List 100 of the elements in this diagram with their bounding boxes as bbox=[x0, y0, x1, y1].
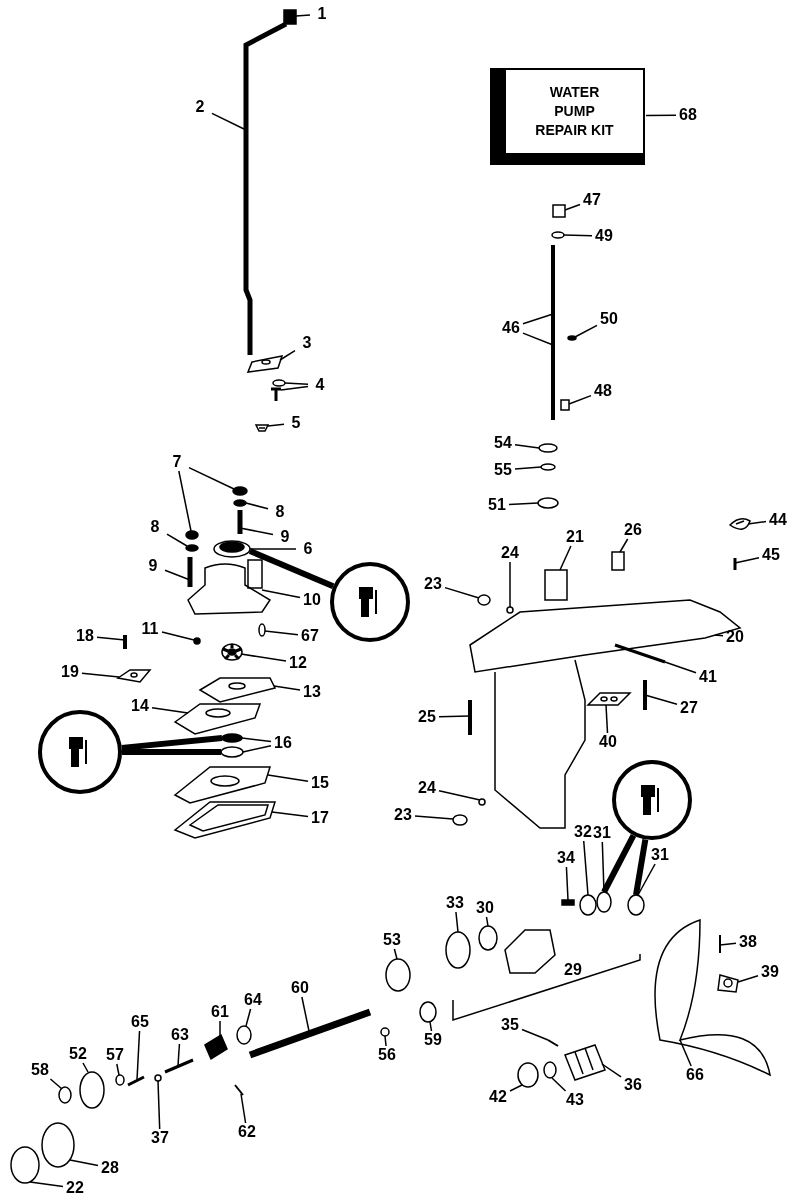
leader-line bbox=[267, 774, 309, 782]
leader-line bbox=[241, 737, 272, 743]
leader-line bbox=[429, 1021, 433, 1032]
callout-number: 46 bbox=[499, 319, 523, 337]
leader-line bbox=[245, 1008, 252, 1027]
leader-line bbox=[393, 948, 398, 960]
plate-icon bbox=[173, 766, 272, 804]
clip-icon bbox=[283, 9, 297, 25]
washer-icon bbox=[232, 486, 248, 496]
callout-number: 15 bbox=[308, 774, 332, 792]
leader-line bbox=[679, 1039, 692, 1067]
bearing-icon bbox=[10, 1146, 40, 1184]
spring-icon bbox=[164, 1058, 194, 1074]
washer-icon bbox=[540, 463, 556, 471]
stud-icon bbox=[187, 557, 193, 587]
leader-line bbox=[384, 1035, 387, 1047]
washer-icon bbox=[380, 1027, 390, 1037]
leader-line bbox=[29, 1181, 64, 1188]
callout-number: 12 bbox=[286, 654, 310, 672]
leader-line bbox=[96, 636, 126, 641]
shaft-icon bbox=[248, 1008, 372, 1059]
leader-line bbox=[295, 14, 311, 17]
washer-icon bbox=[543, 1061, 557, 1079]
leader-line bbox=[521, 1028, 549, 1041]
callout-number: 55 bbox=[491, 461, 515, 479]
leader-line bbox=[574, 324, 598, 338]
callout-number: 40 bbox=[596, 733, 620, 751]
callout-number: 1 bbox=[310, 5, 334, 23]
bearing-icon bbox=[445, 931, 471, 969]
leader-line bbox=[438, 789, 481, 801]
pin-icon bbox=[234, 1084, 244, 1096]
repair-kit-box: WATER PUMP REPAIR KIT bbox=[490, 68, 645, 165]
leader-line bbox=[734, 557, 760, 564]
callout-number: 41 bbox=[696, 668, 720, 686]
callout-number: 25 bbox=[415, 708, 439, 726]
pin-icon bbox=[154, 1074, 162, 1082]
ring-icon bbox=[115, 1074, 125, 1086]
callout-number: 56 bbox=[375, 1046, 399, 1064]
detail-wedge bbox=[121, 735, 223, 751]
callout-number: 57 bbox=[103, 1046, 127, 1064]
ring-icon bbox=[419, 1001, 437, 1023]
pin-icon bbox=[127, 1075, 145, 1087]
callout-number: 62 bbox=[235, 1123, 259, 1141]
shift-rod-icon bbox=[243, 21, 288, 355]
gear-icon bbox=[79, 1071, 105, 1109]
callout-number: 18 bbox=[73, 627, 97, 645]
callout-number: 7 bbox=[165, 453, 189, 471]
leader-line bbox=[644, 694, 678, 706]
leader-line bbox=[264, 630, 299, 636]
ring-icon bbox=[41, 1122, 75, 1168]
leader-line bbox=[267, 423, 285, 427]
leader-line bbox=[522, 332, 554, 346]
gear-icon bbox=[385, 958, 411, 992]
leader-line bbox=[301, 996, 310, 1032]
plate-icon bbox=[198, 677, 277, 703]
callout-number: 2 bbox=[188, 98, 212, 116]
leader-line bbox=[551, 1077, 567, 1092]
callout-number: 5 bbox=[284, 414, 308, 432]
leader-line bbox=[136, 1030, 141, 1081]
leader-line bbox=[564, 203, 581, 211]
thrust-hub-icon bbox=[564, 1044, 606, 1081]
cap-icon bbox=[729, 518, 751, 530]
leader-line bbox=[455, 911, 459, 933]
clip-icon bbox=[567, 335, 577, 341]
callout-number: 63 bbox=[168, 1026, 192, 1044]
callout-number: 31 bbox=[648, 846, 672, 864]
detail-wedge bbox=[601, 834, 637, 894]
leader-line bbox=[601, 841, 605, 893]
nut-icon bbox=[552, 204, 566, 218]
leader-line bbox=[242, 744, 272, 753]
bushing-icon bbox=[560, 399, 570, 411]
leader-line bbox=[637, 863, 656, 896]
leader-line bbox=[619, 538, 629, 553]
nut-icon bbox=[452, 814, 468, 826]
callout-number: 9 bbox=[141, 557, 165, 575]
seal-icon bbox=[213, 540, 251, 558]
leader-line bbox=[414, 815, 454, 820]
callout-number: 35 bbox=[498, 1016, 522, 1034]
callout-number: 47 bbox=[580, 191, 604, 209]
impeller-icon bbox=[221, 642, 243, 661]
screw-icon bbox=[123, 635, 127, 649]
callout-number: 11 bbox=[138, 620, 162, 638]
leader-line bbox=[664, 661, 697, 674]
bolt-icon bbox=[468, 700, 472, 735]
leader-line bbox=[605, 704, 609, 734]
leader-line bbox=[438, 715, 471, 718]
callout-number: 36 bbox=[621, 1076, 645, 1094]
grommet-icon bbox=[254, 424, 270, 432]
leader-line bbox=[166, 533, 188, 547]
leader-line bbox=[601, 1063, 622, 1078]
seal-icon bbox=[221, 733, 243, 743]
leader-line bbox=[49, 1078, 63, 1090]
leader-line bbox=[719, 942, 737, 946]
leader-line bbox=[522, 313, 554, 325]
ring-icon bbox=[579, 894, 597, 916]
callout-number: 28 bbox=[98, 1159, 122, 1177]
leader-line bbox=[240, 653, 287, 662]
screw-icon bbox=[561, 899, 575, 906]
bearing-icon bbox=[478, 925, 498, 951]
leader-line bbox=[714, 634, 724, 637]
